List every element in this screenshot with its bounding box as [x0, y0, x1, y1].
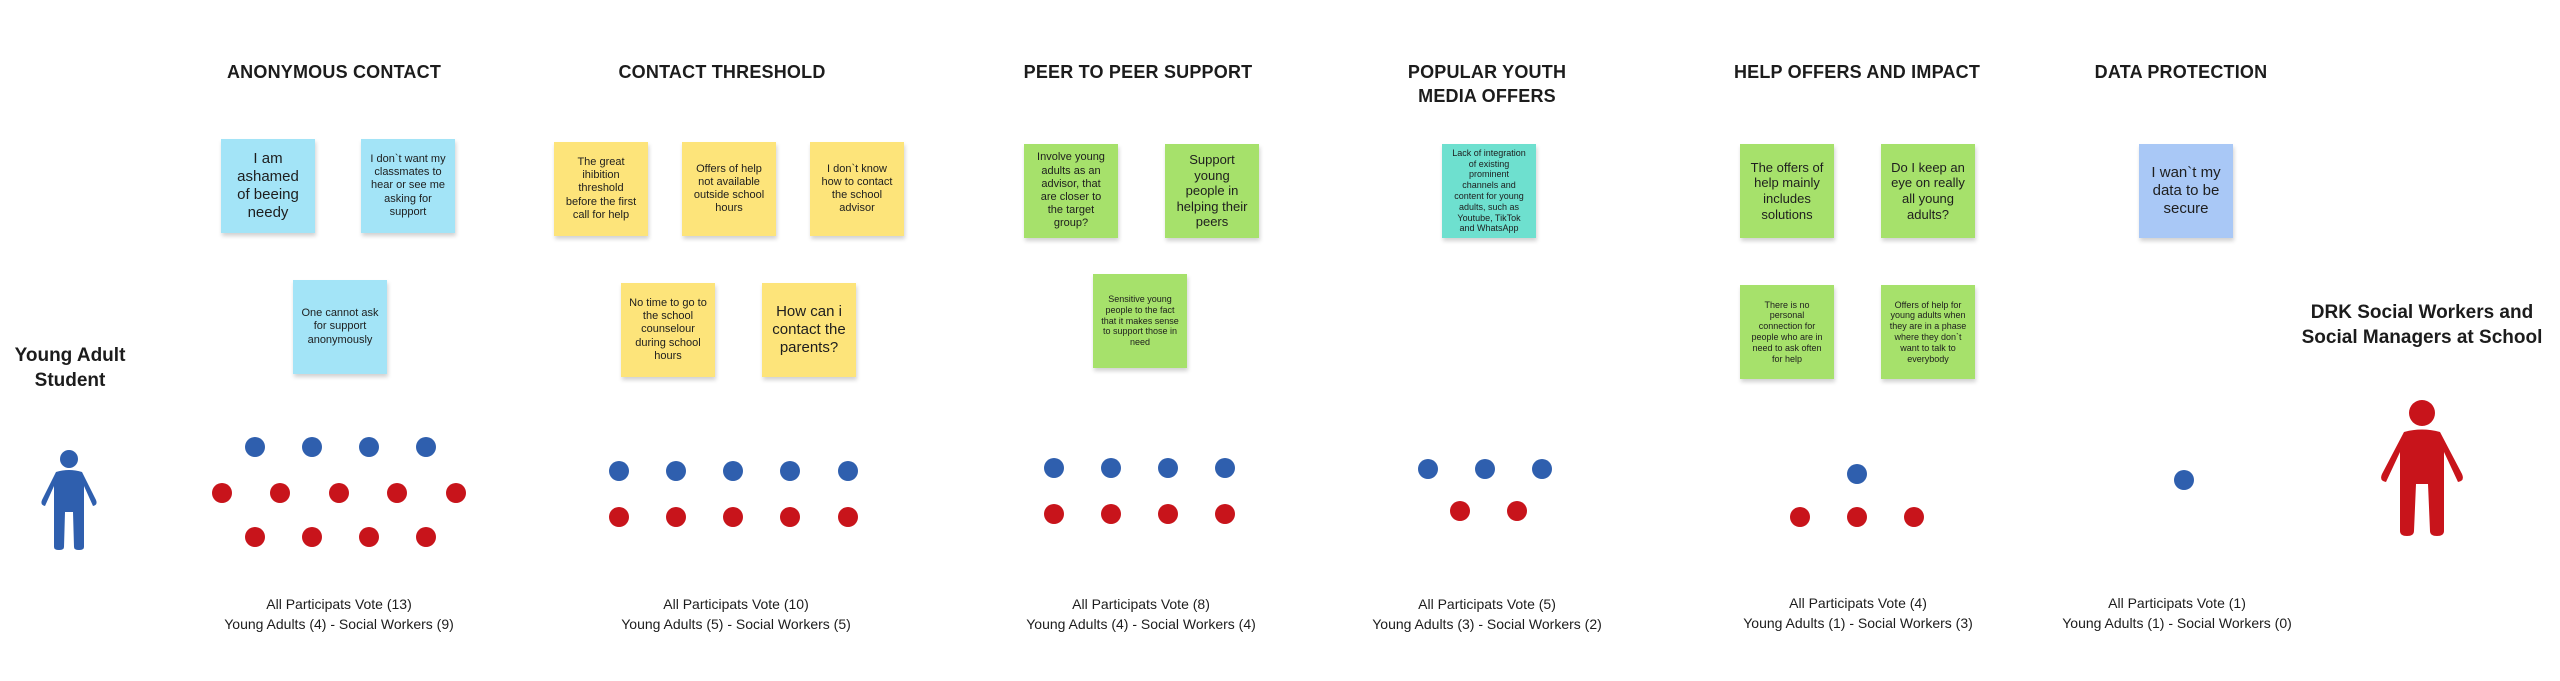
young-adult-vote-dot	[245, 437, 265, 457]
social-worker-vote-dot	[1158, 504, 1178, 524]
social-worker-vote-dot	[609, 507, 629, 527]
sticky-note[interactable]: I am ashamed of beeing needy	[221, 139, 315, 233]
young-adult-person-icon	[41, 450, 97, 550]
social-worker-vote-dot	[1507, 501, 1527, 521]
sticky-note[interactable]: How can i contact the parents?	[762, 283, 856, 377]
social-worker-vote-dot	[359, 527, 379, 547]
social-worker-vote-dot	[723, 507, 743, 527]
sticky-note[interactable]: No time to go to the school counselour d…	[621, 283, 715, 377]
social-workers-label-line2: Social Managers at School	[2301, 327, 2543, 348]
vote-summary: All Participats Vote (8) Young Adults (4…	[1026, 594, 1256, 634]
sticky-note[interactable]: Offers of help not available outside sch…	[682, 142, 776, 236]
social-worker-vote-dot	[838, 507, 858, 527]
category-title-anonymous-contact: ANONYMOUS CONTACT	[226, 62, 442, 82]
vote-summary-total: All Participats Vote (4)	[1789, 595, 1927, 611]
sticky-note[interactable]: The offers of help mainly includes solut…	[1740, 144, 1834, 238]
social-worker-vote-dot	[302, 527, 322, 547]
social-worker-vote-dot	[270, 483, 290, 503]
sticky-note[interactable]: There is no personal connection for peop…	[1740, 285, 1834, 379]
vote-summary-split: Young Adults (1) - Social Workers (3)	[1743, 615, 1973, 631]
young-adult-vote-dot	[666, 461, 686, 481]
social-worker-vote-dot	[1450, 501, 1470, 521]
vote-summary-split: Young Adults (1) - Social Workers (0)	[2062, 615, 2292, 631]
young-adult-vote-dot	[838, 461, 858, 481]
young-adult-vote-dot	[1475, 459, 1495, 479]
social-worker-vote-dot	[416, 527, 436, 547]
vote-summary-split: Young Adults (4) - Social Workers (9)	[224, 616, 454, 632]
category-title-help-offers-and-impact: HELP OFFERS AND IMPACT	[1733, 62, 1981, 82]
sticky-note[interactable]: I wan`t my data to be secure	[2139, 144, 2233, 238]
vote-summary: All Participats Vote (4) Young Adults (1…	[1743, 593, 1973, 633]
sticky-note[interactable]: Involve young adults as an advisor, that…	[1024, 144, 1118, 238]
social-worker-vote-dot	[1044, 504, 1064, 524]
social-workers-label-line1: DRK Social Workers and	[2310, 302, 2534, 323]
young-adult-vote-dot	[609, 461, 629, 481]
vote-summary: All Participats Vote (13) Young Adults (…	[224, 594, 454, 634]
young-adult-vote-dot	[1044, 458, 1064, 478]
sticky-note[interactable]: Do I keep an eye on really all young adu…	[1881, 144, 1975, 238]
category-title-peer-to-peer-support: PEER TO PEER SUPPORT	[1023, 62, 1253, 82]
social-worker-vote-dot	[1904, 507, 1924, 527]
sticky-note[interactable]: Support young people in helping their pe…	[1165, 144, 1259, 238]
category-title-data-protection: DATA PROTECTION	[2094, 62, 2268, 82]
young-adult-vote-dot	[1215, 458, 1235, 478]
young-adult-vote-dot	[1101, 458, 1121, 478]
sticky-note[interactable]: The great ihibition threshold before the…	[554, 142, 648, 236]
young-adult-vote-dot	[359, 437, 379, 457]
social-worker-vote-dot	[245, 527, 265, 547]
sticky-note[interactable]: One cannot ask for support anonymously	[293, 280, 387, 374]
category-title-contact-threshold: CONTACT THRESHOLD	[618, 62, 826, 82]
sticky-note[interactable]: I don`t know how to contact the school a…	[810, 142, 904, 236]
social-worker-vote-dot	[1101, 504, 1121, 524]
sticky-note[interactable]: Sensitive young people to the fact that …	[1093, 274, 1187, 368]
vote-summary-split: Young Adults (3) - Social Workers (2)	[1372, 616, 1602, 632]
social-worker-vote-dot	[329, 483, 349, 503]
social-workers-label: DRK Social Workers and Social Managers a…	[2302, 300, 2543, 350]
social-worker-vote-dot	[666, 507, 686, 527]
vote-summary-total: All Participats Vote (8)	[1072, 596, 1210, 612]
category-title-popular-youth-media-offers: POPULAR YOUTH MEDIA OFFERS	[1407, 62, 1567, 106]
vote-summary: All Participats Vote (1) Young Adults (1…	[2062, 593, 2292, 633]
young-adult-label-line1: Young Adult	[14, 345, 126, 366]
social-worker-vote-dot	[1790, 507, 1810, 527]
young-adult-vote-dot	[780, 461, 800, 481]
vote-summary-split: Young Adults (4) - Social Workers (4)	[1026, 616, 1256, 632]
sticky-note[interactable]: Offers of help for young adults when the…	[1881, 285, 1975, 379]
vote-summary: All Participats Vote (5) Young Adults (3…	[1372, 594, 1602, 634]
young-adult-label: Young Adult Student	[15, 343, 126, 393]
young-adult-vote-dot	[1532, 459, 1552, 479]
social-worker-vote-dot	[1215, 504, 1235, 524]
social-worker-vote-dot	[780, 507, 800, 527]
social-worker-vote-dot	[446, 483, 466, 503]
vote-summary: All Participats Vote (10) Young Adults (…	[621, 594, 851, 634]
social-worker-vote-dot	[212, 483, 232, 503]
young-adult-vote-dot	[1158, 458, 1178, 478]
young-adult-vote-dot	[302, 437, 322, 457]
social-worker-vote-dot	[1847, 507, 1867, 527]
young-adult-vote-dot	[1847, 464, 1867, 484]
young-adult-vote-dot	[1418, 459, 1438, 479]
sticky-note[interactable]: Lack of integration of existing prominen…	[1442, 144, 1536, 238]
vote-summary-total: All Participats Vote (10)	[663, 596, 809, 612]
young-adult-vote-dot	[723, 461, 743, 481]
sticky-note[interactable]: I don`t want my classmates to hear or se…	[361, 139, 455, 233]
vote-summary-total: All Participats Vote (1)	[2108, 595, 2246, 611]
social-worker-vote-dot	[387, 483, 407, 503]
young-adult-label-line2: Student	[34, 370, 106, 391]
vote-summary-total: All Participats Vote (5)	[1418, 596, 1556, 612]
social-worker-person-icon	[2381, 400, 2463, 536]
vote-summary-total: All Participats Vote (13)	[266, 596, 412, 612]
young-adult-vote-dot	[416, 437, 436, 457]
vote-summary-split: Young Adults (5) - Social Workers (5)	[621, 616, 851, 632]
young-adult-vote-dot	[2174, 470, 2194, 490]
